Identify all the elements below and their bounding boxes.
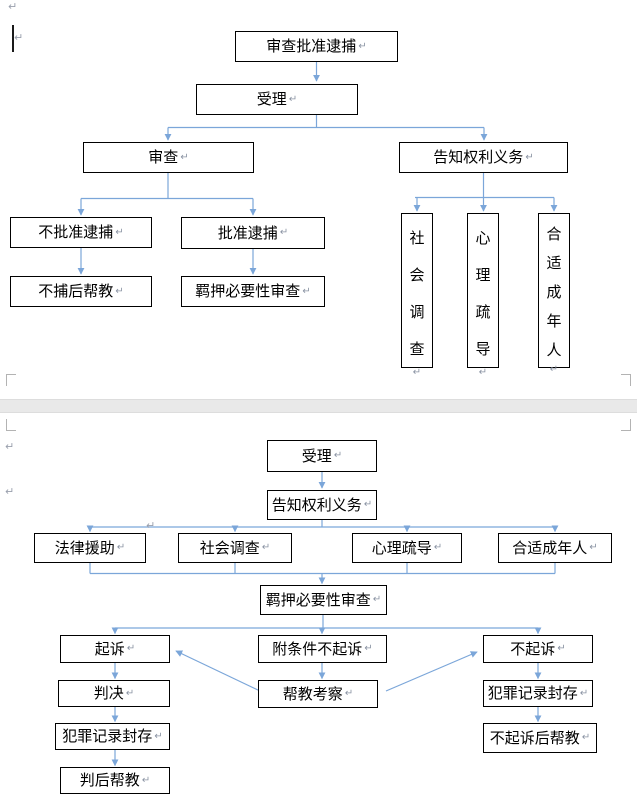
paragraph-mark: ↵ (261, 542, 271, 553)
paragraph-mark: ↵ (5, 485, 15, 498)
paragraph-mark: ↵ (116, 542, 126, 553)
node-inform-rights-2[interactable]: 告知权利义务↵ (267, 490, 377, 520)
node-label: 犯罪记录封存 (487, 684, 578, 702)
node-prosecute[interactable]: 起诉↵ (60, 635, 170, 663)
node-label: 审查批准逮捕 (266, 37, 357, 55)
node-accept-2[interactable]: 受理↵ (267, 440, 377, 472)
node-review[interactable]: 审查↵ (83, 142, 254, 173)
node-social-survey-vertical[interactable]: 社会调查 ↵ (401, 213, 433, 378)
paragraph-mark: ↵ (115, 226, 124, 238)
node-not-approve-arrest[interactable]: 不批准逮捕↵ (10, 217, 152, 248)
node-accept-1[interactable]: 受理↵ (196, 84, 358, 115)
paragraph-mark: ↵ (364, 643, 373, 654)
page-break-band (0, 399, 637, 413)
node-review-approve-arrest[interactable]: 审查批准逮捕↵ (235, 31, 398, 62)
paragraph-mark: ↵ (180, 151, 189, 163)
text-cursor (12, 25, 14, 52)
node-label: 合适成年人 (546, 225, 562, 359)
paragraph-mark: ↵ (412, 367, 422, 378)
paragraph-mark: ↵ (8, 0, 18, 13)
node-label: 起诉 (94, 639, 125, 658)
node-legal-aid[interactable]: 法律援助↵ (34, 533, 146, 563)
node-psych-counseling-vertical[interactable]: 心理疏导 ↵ (467, 213, 499, 378)
paragraph-mark: ↵ (279, 227, 289, 238)
paragraph-mark: ↵ (525, 151, 534, 163)
node-label: 心理疏导 (371, 538, 432, 557)
paragraph-mark: ↵ (581, 732, 591, 743)
paragraph-mark: ↵ (154, 730, 163, 742)
paragraph-mark: ↵ (125, 687, 135, 699)
node-label: 社会调查 (199, 538, 260, 557)
node-help-inspection[interactable]: 帮教考察↵ (258, 680, 378, 708)
paragraph-mark: ↵ (557, 643, 566, 654)
node-non-prosecution-help[interactable]: 不起诉后帮教↵ (483, 723, 597, 753)
node-psych-counseling-2[interactable]: 心理疏导↵ (352, 533, 462, 563)
node-custody-necessity-review-2[interactable]: 羁押必要性审查↵ (260, 585, 387, 615)
node-label: 判决 (93, 684, 124, 702)
paragraph-mark: ↵ (333, 450, 343, 461)
node-label: 羁押必要性审查 (195, 282, 301, 300)
node-label: 不批准逮捕 (38, 223, 114, 241)
node-label: 批准逮捕 (217, 223, 278, 242)
node-appropriate-adult-vertical[interactable]: 合适成年人 ↵ (538, 213, 570, 375)
paragraph-mark: ↵ (146, 519, 156, 532)
node-record-seal-left[interactable]: 犯罪记录封存↵ (55, 723, 170, 750)
node-non-prosecution[interactable]: 不起诉↵ (483, 635, 593, 663)
node-label: 审查 (148, 148, 179, 166)
node-inform-rights-1[interactable]: 告知权利义务↵ (399, 142, 568, 173)
node-no-arrest-help[interactable]: 不捕后帮教↵ (10, 276, 152, 307)
node-label: 受理 (256, 90, 287, 108)
node-label: 羁押必要性审查 (265, 590, 371, 609)
paragraph-mark: ↵ (288, 93, 298, 105)
text-boundary-mark (621, 419, 631, 431)
node-approve-arrest[interactable]: 批准逮捕↵ (181, 217, 325, 249)
node-judgment[interactable]: 判决↵ (58, 680, 170, 707)
paragraph-mark: ↵ (344, 688, 354, 699)
node-post-judgment-help[interactable]: 判后帮教↵ (60, 767, 170, 794)
paragraph-mark: ↵ (126, 643, 136, 654)
node-label: 合适成年人 (512, 538, 588, 557)
paragraph-mark: ↵ (478, 367, 488, 378)
text-boundary-mark (621, 374, 631, 386)
paragraph-mark: ↵ (14, 31, 24, 44)
paragraph-mark: ↵ (358, 40, 367, 52)
node-label: 法律援助 (54, 538, 115, 557)
node-label: 不起诉 (510, 639, 556, 658)
node-label: 犯罪记录封存 (62, 727, 153, 745)
paragraph-mark: ↵ (115, 285, 124, 297)
node-label: 不捕后帮教 (38, 282, 114, 300)
node-label: 帮教考察 (282, 684, 343, 703)
node-label: 判后帮教 (79, 771, 140, 789)
node-label: 告知权利义务 (433, 148, 524, 166)
node-label: 受理 (301, 446, 332, 465)
node-appropriate-adult-2[interactable]: 合适成年人↵ (498, 533, 612, 563)
node-conditional-non-prosecution[interactable]: 附条件不起诉↵ (258, 635, 387, 663)
node-record-seal-right[interactable]: 犯罪记录封存↵ (483, 680, 593, 707)
node-label: 社会调查 (409, 229, 425, 358)
node-custody-necessity-review-1[interactable]: 羁押必要性审查↵ (181, 276, 325, 307)
paragraph-mark: ↵ (363, 499, 373, 510)
node-label: 不起诉后帮教 (489, 728, 580, 747)
paragraph-mark: ↵ (372, 594, 382, 605)
text-boundary-mark (6, 374, 16, 386)
paragraph-mark: ↵ (589, 542, 598, 553)
node-label: 附条件不起诉 (272, 639, 363, 658)
node-label: 心理疏导 (475, 229, 491, 358)
paragraph-mark: ↵ (141, 774, 151, 786)
paragraph-mark: ↵ (302, 285, 311, 297)
node-social-survey-2[interactable]: 社会调查↵ (178, 533, 292, 563)
paragraph-mark: ↵ (549, 364, 559, 375)
paragraph-mark: ↵ (579, 687, 589, 699)
paragraph-mark: ↵ (5, 440, 15, 453)
text-boundary-mark (6, 419, 16, 431)
paragraph-mark: ↵ (433, 542, 443, 553)
node-label: 告知权利义务 (271, 495, 362, 514)
